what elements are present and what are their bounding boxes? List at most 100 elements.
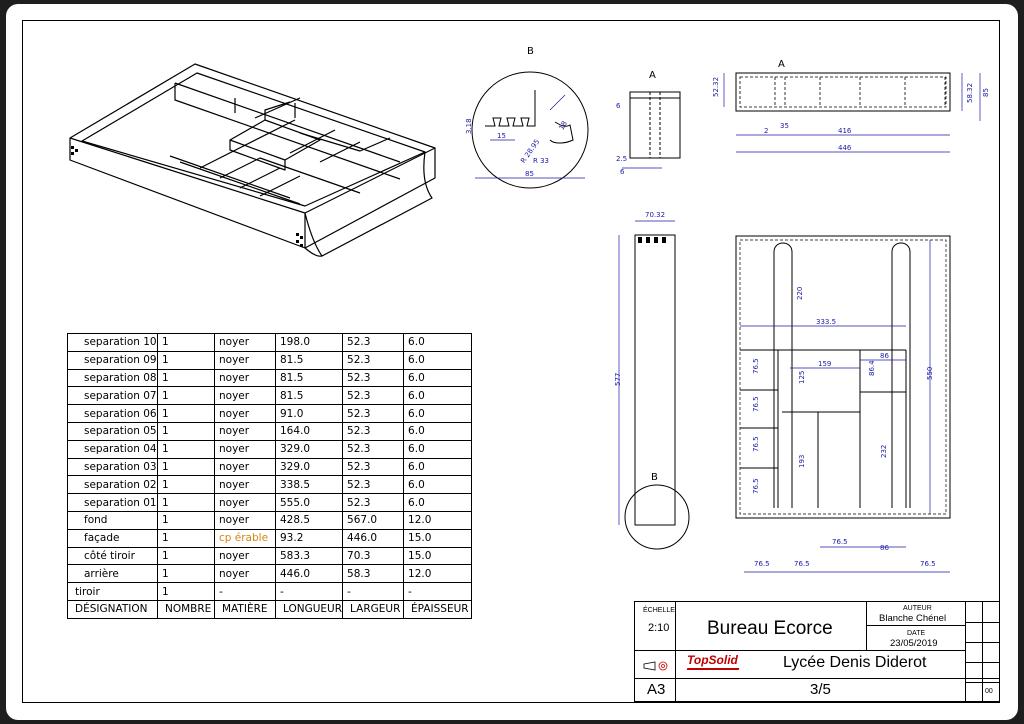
- table-cell-longueur: 338.5: [274, 475, 344, 495]
- dim-section-6: 6: [616, 102, 621, 110]
- title-block: ÉCHELLE 2:10 Bureau Ecorce AUTEUR Blanch…: [634, 601, 1000, 702]
- table-cell-designation: separation 02: [67, 475, 158, 495]
- isometric-view: [69, 63, 436, 257]
- dim-76-5-a: 76.5: [752, 358, 760, 374]
- format-value: A3: [647, 681, 666, 698]
- dim-76-5-e: 76.5: [832, 538, 848, 546]
- table-cell-epaisseur: -: [403, 582, 473, 601]
- drawing-title: Bureau Ecorce: [707, 618, 833, 639]
- date-value: 23/05/2019: [890, 638, 938, 649]
- column-header-matiere: MATIÈRE: [214, 599, 276, 619]
- author-value: Blanche Chénel: [879, 613, 947, 624]
- projection-symbol-icon: [643, 658, 669, 671]
- table-cell-designation: separation 06: [67, 404, 158, 423]
- detail-b-label: B: [527, 46, 534, 57]
- dim-125: 125: [798, 371, 806, 384]
- table-cell-largeur: 52.3: [342, 439, 405, 459]
- dim-76-5-d: 76.5: [752, 478, 760, 494]
- dim-446: 446: [838, 144, 852, 152]
- table-cell-designation: separation 03: [67, 457, 158, 477]
- dim-86-bottom: 86: [880, 544, 889, 552]
- table-cell-nombre: 1: [157, 350, 215, 370]
- column-header-designation: DÉSIGNATION: [67, 599, 158, 619]
- table-cell-longueur: 91.0: [274, 404, 344, 423]
- detail-b-small-label: B: [651, 472, 658, 483]
- dim-76-5-h: 76.5: [920, 560, 936, 568]
- table-cell-matiere: noyer: [214, 493, 276, 512]
- dim-220: 220: [796, 287, 804, 300]
- table-cell-designation: separation 01: [67, 493, 158, 512]
- dim-85-front: 85: [982, 88, 990, 97]
- topsolid-logo-swoosh: [686, 668, 740, 670]
- dim-550: 550: [926, 367, 934, 380]
- top-view: 220 333.5 159 86 86.4 125 550 76.5 76.5 …: [735, 235, 951, 573]
- table-cell-matiere: noyer: [214, 350, 276, 370]
- table-cell-designation: tiroir: [67, 582, 158, 601]
- school-name: Lycée Denis Diderot: [783, 654, 927, 671]
- table-cell-longueur: 81.5: [274, 350, 344, 370]
- dim-70-32: 70.32: [645, 211, 665, 219]
- table-cell-epaisseur: 6.0: [403, 457, 473, 477]
- table-cell-epaisseur: 6.0: [403, 404, 473, 423]
- author-label: AUTEUR: [903, 605, 932, 612]
- table-cell-epaisseur: 15.0: [403, 546, 473, 566]
- table-cell-nombre: 1: [157, 493, 215, 512]
- dim-58-32: 58.32: [966, 83, 974, 103]
- dim-15: 15: [497, 132, 506, 140]
- table-cell-designation: separation 07: [67, 386, 158, 406]
- side-view: 70.32 577 B: [614, 211, 690, 550]
- table-cell-epaisseur: 6.0: [403, 421, 473, 441]
- table-cell-longueur: 583.3: [274, 546, 344, 566]
- dim-333-5: 333.5: [816, 318, 836, 326]
- dim-35: 35: [780, 122, 789, 130]
- dim-2: 2: [764, 127, 768, 135]
- table-cell-matiere: noyer: [214, 386, 276, 406]
- section-view-a: A 6 2.5 6: [616, 70, 681, 176]
- table-cell-epaisseur: 6.0: [403, 493, 473, 512]
- table-cell-matiere: noyer: [214, 421, 276, 441]
- table-cell-nombre: 1: [157, 368, 215, 388]
- dim-r33: R 33: [533, 157, 549, 165]
- column-header-largeur: LARGEUR: [342, 599, 405, 619]
- table-cell-largeur: 52.3: [342, 368, 405, 388]
- table-cell-nombre: 1: [157, 404, 215, 423]
- table-cell-largeur: 70.3: [342, 546, 405, 566]
- dim-86-4: 86.4: [868, 360, 876, 376]
- page-number: 3/5: [810, 681, 831, 698]
- table-cell-largeur: 52.3: [342, 421, 405, 441]
- dim-193: 193: [798, 455, 806, 468]
- cut-a-label: A: [778, 59, 785, 70]
- table-cell-longueur: 81.5: [274, 386, 344, 406]
- scale-label: ÉCHELLE: [643, 607, 675, 614]
- revision-index: 00: [985, 688, 993, 695]
- table-cell-epaisseur: 12.0: [403, 510, 473, 530]
- table-cell-designation: côté tiroir: [67, 546, 158, 566]
- topsolid-logo: TopSolid: [687, 653, 738, 667]
- table-cell-designation: separation 08: [67, 368, 158, 388]
- table-cell-longueur: 198.0: [274, 333, 344, 352]
- table-cell-epaisseur: 6.0: [403, 350, 473, 370]
- table-cell-longueur: 81.5: [274, 368, 344, 388]
- table-cell-nombre: 1: [157, 564, 215, 584]
- table-cell-largeur: -: [342, 582, 405, 601]
- dim-3-18: 3.18: [465, 118, 473, 134]
- dim-76-5-g: 76.5: [794, 560, 810, 568]
- table-cell-largeur: 52.3: [342, 493, 405, 512]
- table-cell-largeur: 567.0: [342, 510, 405, 530]
- dim-76-5-b: 76.5: [752, 396, 760, 412]
- dim-416: 416: [838, 127, 852, 135]
- section-a-label: A: [649, 70, 656, 81]
- table-cell-designation: separation 05: [67, 421, 158, 441]
- table-cell-epaisseur: 15.0: [403, 528, 473, 548]
